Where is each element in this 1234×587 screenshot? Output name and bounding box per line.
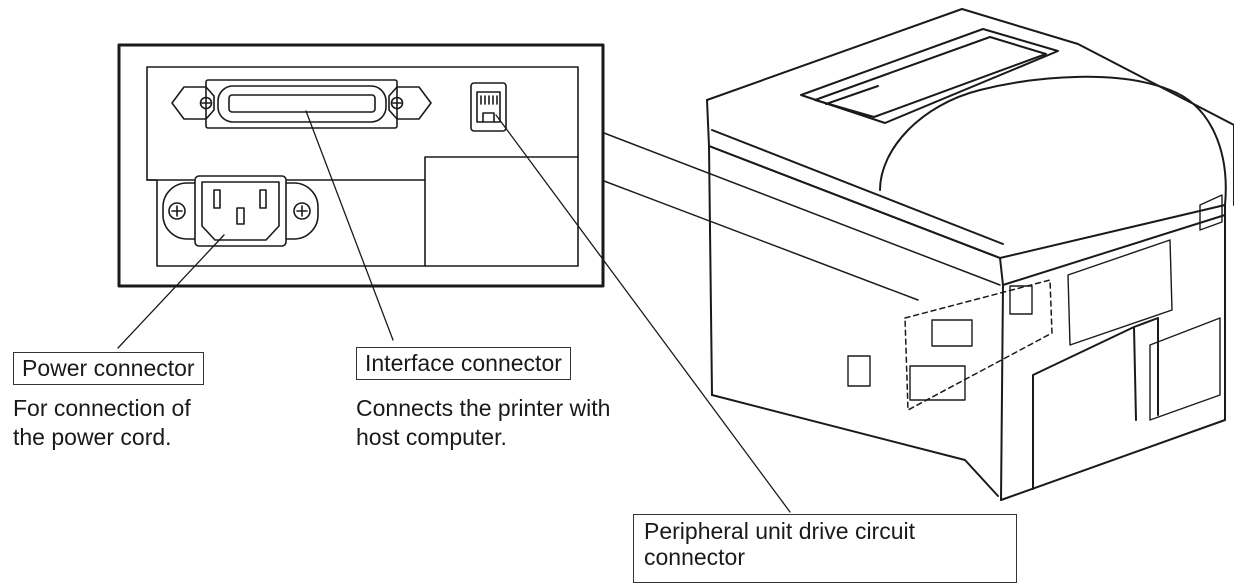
peripheral-connector-label: Peripheral unit drive circuit connector [633, 514, 1017, 583]
inset-panel [117, 43, 605, 288]
leader-lines [117, 110, 791, 513]
peripheral-connector-label-line-2: connector [644, 544, 746, 571]
projection-lines [603, 132, 1001, 301]
power-connector-description: For connection of the power cord. [13, 394, 191, 453]
peripheral-connector-label-line-1: Peripheral unit drive circuit [644, 518, 916, 544]
power-connector-label: Power connector [13, 352, 204, 386]
interface-connector-desc-line-1: Connects the printer with [356, 395, 611, 421]
interface-connector-label: Interface connector [356, 347, 571, 381]
interface-connector-description: Connects the printer with host computer. [356, 394, 610, 453]
power-connector-desc-line-2: the power cord. [13, 424, 172, 451]
peripheral-jack-icon [470, 82, 507, 132]
interface-connector-desc-line-2: host computer. [356, 424, 507, 451]
printer-illustration [706, 8, 1234, 501]
power-inlet-icon [162, 175, 319, 247]
interface-connector-icon [171, 79, 432, 129]
power-connector-desc-line-1: For connection of [13, 395, 191, 421]
